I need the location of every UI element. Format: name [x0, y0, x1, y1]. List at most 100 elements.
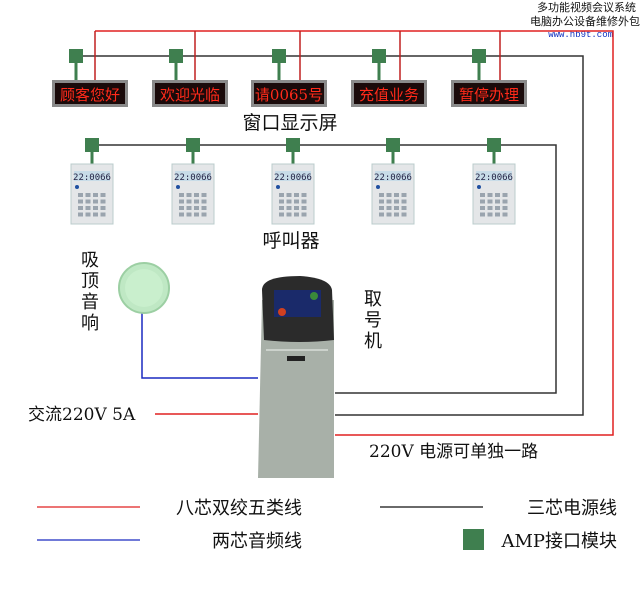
caller-display-text: 22:0066: [374, 173, 412, 183]
power-input-label: 交流220V 5A: [28, 405, 136, 425]
caller-key: [480, 212, 485, 217]
caller-key: [78, 199, 83, 204]
display-panel: [254, 83, 324, 104]
caller-display-text: 22:0066: [274, 173, 312, 183]
caller-key: [495, 193, 500, 197]
caller-key: [179, 212, 184, 217]
legend-label-amp: AMP接口模块: [500, 531, 617, 552]
caller-key: [401, 206, 407, 210]
amp-module-icon: [169, 49, 183, 63]
caller-key: [93, 199, 98, 204]
caller-key: [100, 193, 106, 197]
display-text: 充值业务: [359, 86, 419, 104]
caller-key: [179, 193, 184, 197]
caller-logo-icon: [75, 185, 79, 189]
window-display-5: 暂停办理: [451, 31, 527, 107]
caller-keypad-4: 22:0066: [371, 138, 415, 225]
caller-key: [487, 206, 493, 210]
ticket-kiosk: [258, 276, 334, 478]
legend-label-cat5: 八芯双绞五类线: [176, 498, 302, 519]
caller-key: [100, 199, 106, 204]
caller-key: [194, 212, 199, 217]
amp-module-icon: [85, 138, 99, 152]
display-panel: [354, 83, 424, 104]
caller-key: [394, 193, 399, 197]
caller-key: [379, 212, 384, 217]
caller-key: [194, 199, 199, 204]
caller-key: [78, 206, 83, 210]
caller-key: [78, 193, 83, 197]
caller-key: [201, 199, 207, 204]
amp-module-icon: [186, 138, 200, 152]
caller-screen: [74, 171, 110, 181]
header-url[interactable]: www.hb9t.com: [548, 30, 613, 40]
caller-key: [279, 193, 284, 197]
caller-display-text: 22:0066: [475, 173, 513, 183]
power-wire-displays: [76, 55, 584, 416]
legend-swatch-amp: [463, 529, 484, 550]
caller-key: [487, 193, 493, 197]
display-panel: [454, 83, 524, 104]
amp-module-icon: [472, 49, 486, 63]
caller-key: [301, 193, 307, 197]
caller-key: [93, 206, 98, 210]
caller-key: [279, 212, 284, 217]
window-display-label: 窗口显示屏: [242, 112, 337, 134]
caller-key: [379, 206, 384, 210]
caller-screen: [476, 171, 512, 181]
caller-key: [286, 206, 292, 210]
caller-display-text: 22:0066: [174, 173, 212, 183]
caller-screen: [175, 171, 211, 181]
caller-key: [85, 199, 91, 204]
caller-key: [186, 199, 192, 204]
caller-key: [502, 212, 508, 217]
caller-key: [502, 199, 508, 204]
amp-module-icon: [272, 49, 286, 63]
caller-key: [386, 193, 392, 197]
caller-key: [194, 206, 199, 210]
display-text: 欢迎光临: [160, 86, 220, 104]
caller-key: [186, 212, 192, 217]
caller-display-text: 22:0066: [73, 173, 111, 183]
caller-key: [78, 212, 83, 217]
caller-key: [286, 193, 292, 197]
caller-key: [401, 193, 407, 197]
caller-key: [495, 206, 500, 210]
caller-key: [294, 206, 299, 210]
caller-key: [480, 206, 485, 210]
caller-key: [279, 199, 284, 204]
caller-key: [394, 199, 399, 204]
window-display-2: 欢迎光临: [152, 31, 228, 107]
caller-key: [301, 206, 307, 210]
audio-wire: [141, 312, 258, 379]
ceiling-speaker: [118, 262, 170, 314]
window-display-4: 充值业务: [351, 31, 427, 107]
caller-key: [179, 199, 184, 204]
caller-key: [279, 206, 284, 210]
caller-key: [294, 199, 299, 204]
caller-key: [85, 193, 91, 197]
cat5-trunk-wire: [95, 30, 614, 436]
amp-module-icon: [69, 49, 83, 63]
caller-key: [386, 199, 392, 204]
display-text: 顾客您好: [60, 86, 120, 104]
display-text: 暂停办理: [459, 86, 519, 104]
legend: 八芯双绞五类线 三芯电源线 两芯音频线 AMP接口模块: [37, 498, 617, 552]
caller-key: [502, 193, 508, 197]
caller-logo-icon: [176, 185, 180, 189]
caller-logo-icon: [477, 185, 481, 189]
caller-key: [401, 212, 407, 217]
caller-key: [201, 206, 207, 210]
caller-key: [294, 212, 299, 217]
caller-key: [286, 199, 292, 204]
caller-key: [301, 199, 307, 204]
caller-label: 呼叫器: [262, 230, 319, 252]
caller-key: [379, 199, 384, 204]
speaker-label: 吸顶音响: [78, 250, 99, 334]
amp-module-icon: [386, 138, 400, 152]
caller-key: [495, 212, 500, 217]
display-panel: [55, 83, 125, 104]
caller-key: [286, 212, 292, 217]
caller-key: [301, 212, 307, 217]
